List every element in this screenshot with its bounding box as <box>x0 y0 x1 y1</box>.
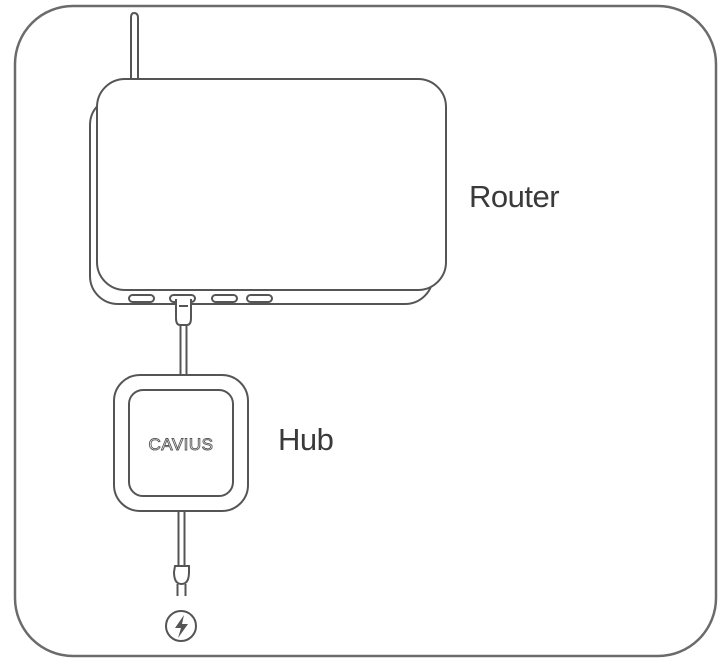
router-port-4 <box>246 294 273 303</box>
router-port-1 <box>128 294 155 303</box>
hub-face <box>128 389 234 497</box>
hub: CAVIUS <box>113 374 249 512</box>
power-source-icon <box>165 610 197 642</box>
lightning-bolt-icon <box>175 615 188 638</box>
router-body-front <box>96 78 447 291</box>
hub-label: Hub <box>278 422 334 457</box>
router-port-3 <box>211 294 238 303</box>
hub-logo: CAVIUS <box>148 435 213 454</box>
router-label: Router <box>469 179 560 214</box>
usb-connector <box>175 299 192 326</box>
outer-frame <box>13 4 718 658</box>
power-cable <box>172 511 190 596</box>
usb-cable <box>175 299 192 376</box>
antenna-icon <box>130 11 139 80</box>
router <box>89 11 447 305</box>
power-plug-icon <box>172 565 190 596</box>
